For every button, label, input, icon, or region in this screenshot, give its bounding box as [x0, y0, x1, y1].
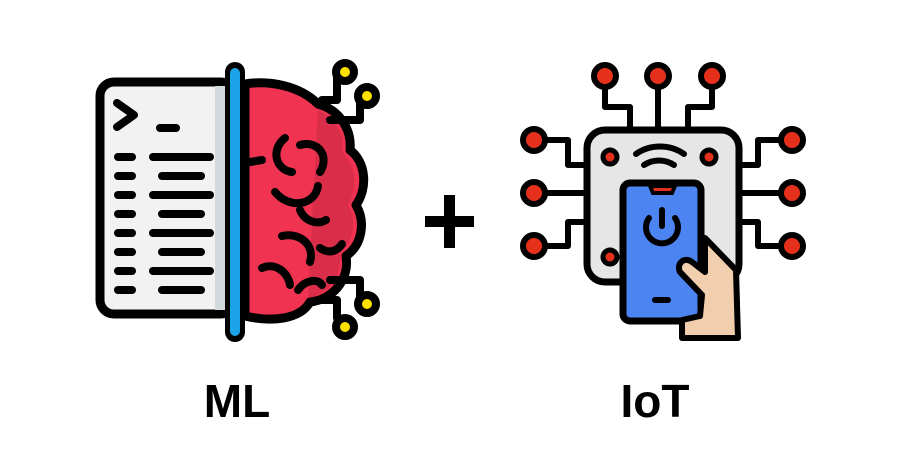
ml-label: ML	[203, 375, 271, 427]
code-brain-icon	[95, 59, 380, 342]
iot-device-phone-icon	[520, 62, 806, 341]
iot-label: IoT	[620, 375, 690, 427]
plus-icon	[425, 195, 474, 248]
